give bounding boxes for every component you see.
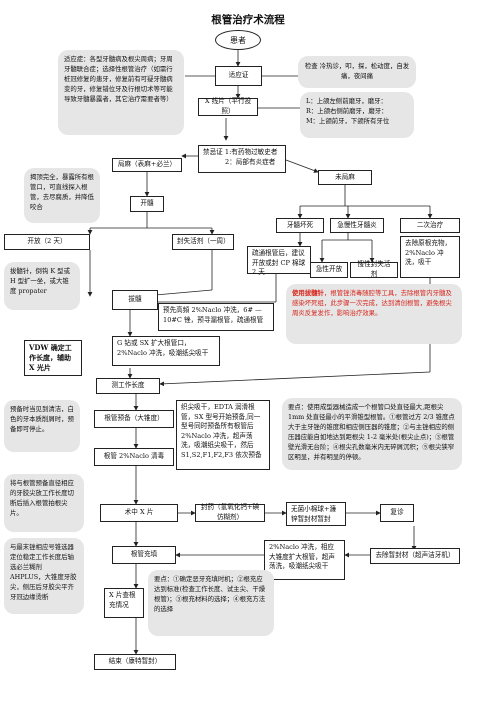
extirpation-box: 拔髓 <box>112 290 158 310</box>
dressing-box: 封药（氢氧化钙+碘仿糊剂） <box>195 503 265 522</box>
seal-devitalizer-2-box: 搜性封失活剂 <box>350 260 398 278</box>
intraop-xray-box: 术中 X 片 <box>100 504 178 522</box>
xray-note-l: L：上颌左侧前磨牙，磨牙： <box>306 97 387 105</box>
preflare-box: 预先高頻 2%Naclo 冲洗，6# — 10#C 锉，预寻漏根管，疏通根管 <box>158 303 274 331</box>
necrosis-box: 牙髓坏死 <box>276 218 324 233</box>
xray-note: L：上颌左侧前磨牙，磨牙： R：上颌右侧前磨牙，磨牙： M：上颌前牙，下颌所有牙… <box>300 92 414 138</box>
xray-note-m: M：上颌前牙，下颌所有牙位 <box>306 116 390 125</box>
open-2-days-box: 开放（2 天） <box>4 234 90 250</box>
irrigation-box: 根管 2%Naclo 清毒 <box>94 448 174 466</box>
warning-text: ，根管锉消毒随腔等工具，去除根管内牙髓及感染坏死组，此步骤一次完成，达到清创根管… <box>292 289 452 317</box>
warning-note: 使用拔髓针，根管锉消毒随腔等工具，去除根管内牙髓及感染坏死组，此步骤一次完成，达… <box>286 284 462 344</box>
indication-box: 适应证 <box>215 66 262 86</box>
canal-prep-box: 根管预备（大锥度） <box>94 410 174 428</box>
second-treatment-box: 二次治疗 <box>400 218 460 233</box>
filling-points-note: 要点：①确定恶牙充填时机；②根充应达到标准(检查工作长度、试主尖、干燥根管)；③… <box>148 570 274 636</box>
no-anesthesia-box: 未局麻 <box>318 170 372 185</box>
rewash-box: 2%Naclo 冲洗，相应大锥度扩大根管，超声荡洗，吸潮纸尖吸干 <box>264 540 345 580</box>
contra-line-2: 2：局部有炎症者 <box>225 157 276 166</box>
g-file-box: G 钻或 SX 扩大根管口，2%Naclo 冲洗，吸潮纸尖吸干 <box>112 336 220 366</box>
exam-note: 检查 冷热诊，叩，探，松动度，自发痛，夜间痛 <box>298 56 416 88</box>
prep-note: 预备时当见到清洁，白色的牙本质削屑时，预备即可停止。 <box>4 400 80 452</box>
review-box: 复诊 <box>380 504 414 522</box>
anesthesia-box: 局麻（表麻+必兰） <box>112 158 182 172</box>
end-box: 结束（康特暂封） <box>94 654 176 670</box>
extirpation-note: 拔髓针，倒钩 K 型或 H 型扩一坐，或大锥度 propater <box>4 262 80 310</box>
contra-line-1: 禁忌证 1:有药物过敏史者 <box>203 148 278 156</box>
filling-note: 与最末锉相应号锥选器定位稳定工作长度后轴选必兰糊剂 AHPLUS，大锥度牙胶尖，… <box>4 538 84 614</box>
warning-bold: 使用拔髓针 <box>292 289 324 297</box>
vdw-note: VDW 确定工作长度，辅助 X 光片 <box>24 340 82 376</box>
xray-note-r: R：上颌右侧前磨牙，磨牙： <box>306 106 388 115</box>
indications-note: 适应症：各型牙髓病及根尖周病；牙周牙髓联合症；选择性根管治疗（如需行桩冠修复的患… <box>58 50 184 135</box>
obturation-box: 根管充填 <box>112 546 176 564</box>
acute-open-box: 急性开放 <box>310 262 348 278</box>
start-node: 患者 <box>215 30 261 50</box>
working-length-box: 测工作长度 <box>96 378 160 394</box>
remove-temp-box: 去除暂封材（超声洁牙机） <box>370 548 460 564</box>
contraindication-box: 禁忌证 1:有药物过敏史者 2：局部有炎症者 <box>198 145 286 173</box>
prep-points-note: 要点：使用成型器械造成一个根管口处直径最大,距根尖 1mm 处直径最小的平滑锥型… <box>282 398 462 470</box>
seal-devitalizer-box: 封失活剂（一周） <box>172 234 234 250</box>
clean-canal-box: 疏通根管后，建议开放或封 CP 棉球 2 天 <box>247 246 311 276</box>
edta-box: 织尖吸干，EDTA 润滑根管，SX 型号开始预备,同一型号同时预备所有根管后 2… <box>176 400 270 470</box>
isolation-note: 揭顶完全，暴露所有根管口，可直线探入根管，去尽腐质，并降低咬合 <box>24 168 100 223</box>
open-pulp-box: 开髓 <box>130 196 164 212</box>
trial-cone-note: 将与根管预备直径相应的牙胶尖放工作长度切断后插入根管拍根尖片。 <box>4 474 84 532</box>
remove-filling-box: 去除原根充物，2%Naclo 冲洗，吸干 <box>400 236 460 278</box>
temp-seal-box: 无菌小棉球+濂锌暂封材暂封 <box>286 502 346 526</box>
page-title: 根管治疗术流程 <box>211 14 285 26</box>
post-xray-box: X 片查根充情况 <box>104 588 144 618</box>
acute-pulpitis-box: 急慢性牙髓炎 <box>330 218 384 233</box>
xray-box: X 线片（平行投照） <box>198 97 258 116</box>
